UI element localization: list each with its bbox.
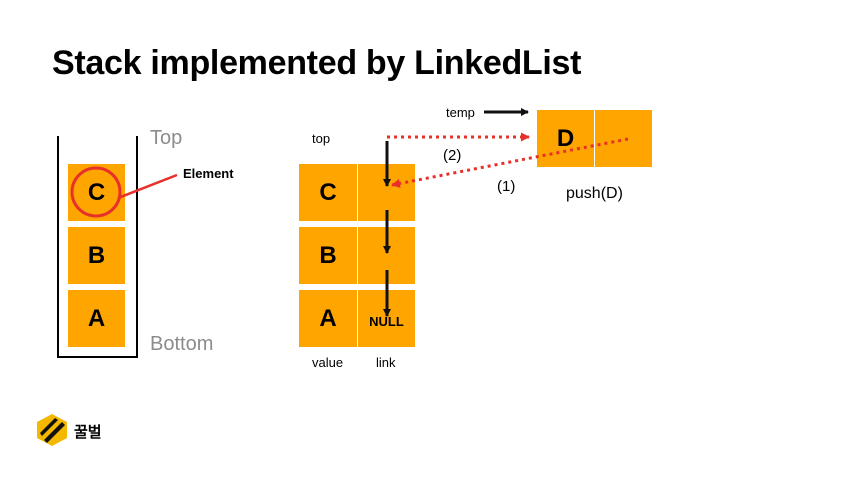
node-b-value: B bbox=[299, 227, 357, 284]
stack-item-b: B bbox=[68, 227, 125, 284]
value-column-label: value bbox=[312, 355, 344, 370]
node-a-value: A bbox=[299, 290, 357, 347]
stack-item-a: A bbox=[68, 290, 125, 347]
element-label: Element bbox=[183, 166, 234, 181]
step-1-label: (1) bbox=[497, 178, 516, 195]
brand-name: 꿀벌 bbox=[74, 424, 102, 441]
stack-item-c: C bbox=[68, 164, 125, 221]
stack-top-label: Top bbox=[150, 127, 183, 149]
stack-bottom-label: Bottom bbox=[150, 333, 214, 355]
link-column-label: link bbox=[376, 355, 396, 370]
element-pointer-line bbox=[117, 173, 178, 200]
bee-icon bbox=[37, 414, 67, 446]
page-title: Stack implemented by LinkedList bbox=[52, 44, 582, 82]
push-caption: push(D) bbox=[566, 185, 623, 202]
brand-logo bbox=[35, 413, 69, 447]
step-2-label: (2) bbox=[443, 147, 462, 164]
node-d-value: D bbox=[537, 110, 594, 167]
step-1-dotted-arrow bbox=[391, 137, 629, 188]
temp-label: temp bbox=[446, 105, 475, 120]
node-d-link bbox=[595, 110, 652, 167]
element-highlight-circle bbox=[70, 166, 122, 218]
node-c-value: C bbox=[299, 164, 357, 221]
stack-container bbox=[57, 136, 138, 358]
list-top-label: top bbox=[312, 131, 331, 146]
